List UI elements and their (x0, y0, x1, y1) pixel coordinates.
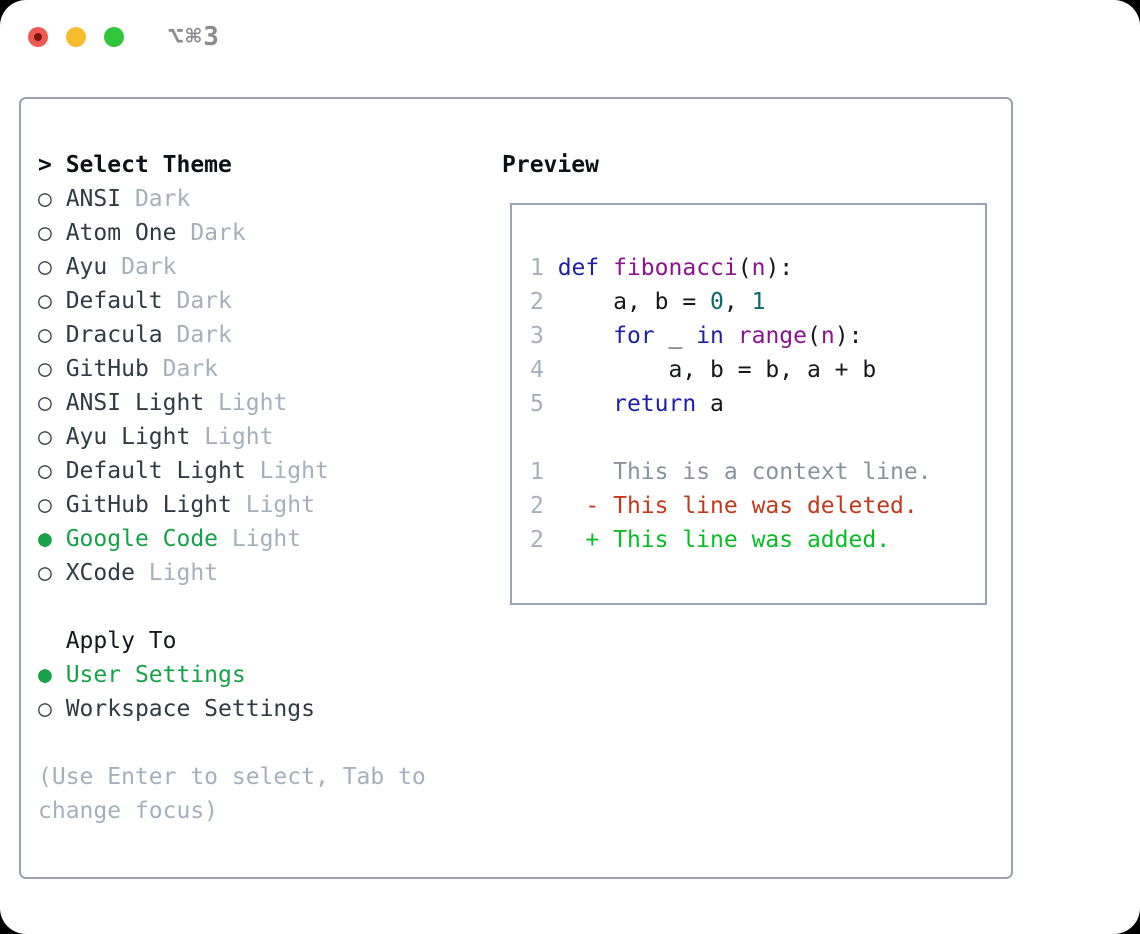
variant-tag: Dark (176, 220, 246, 246)
theme-option-ansi-light[interactable]: ○ ANSI Light Light (38, 386, 329, 420)
theme-option-default-light[interactable]: ○ Default Light Light (38, 454, 329, 488)
variant-tag: Dark (148, 356, 219, 382)
select-theme-header: > Select Theme (38, 148, 329, 182)
unselected-radio-icon: ○ (38, 288, 52, 314)
theme-option-ayu[interactable]: ○ Ayu Dark (38, 250, 329, 284)
apply-option-user-settings[interactable]: ● User Settings (38, 658, 315, 692)
apply-option-workspace-settings-label: Workspace Settings (51, 696, 315, 722)
theme-option-ayu-light-label: Ayu Light (51, 424, 191, 450)
unselected-radio-icon: ○ (38, 390, 52, 416)
variant-tag: Light (134, 560, 219, 586)
selected-radio-icon: ● (38, 526, 52, 552)
unselected-radio-icon: ○ (38, 696, 52, 722)
unselected-radio-icon: ○ (38, 492, 52, 518)
theme-option-google-code[interactable]: ● Google Code Light (38, 522, 329, 556)
theme-option-dracula-label: Dracula (51, 322, 163, 348)
theme-option-dracula[interactable]: ○ Dracula Dark (38, 318, 329, 352)
theme-option-xcode-label: XCode (51, 560, 135, 586)
theme-option-github-light-label: GitHub Light (51, 492, 232, 518)
variant-tag: Light (204, 390, 288, 416)
close-button[interactable] (28, 27, 48, 47)
preview-code-line-4: 4 a, b = b, a + b (530, 357, 877, 383)
theme-option-github[interactable]: ○ GitHub Dark (38, 352, 329, 386)
help-text: (Use Enter to select, Tab to change focu… (38, 764, 426, 824)
unselected-radio-icon: ○ (38, 458, 52, 484)
cursor-icon (38, 628, 52, 654)
apply-to-header: Apply To (38, 624, 315, 658)
preview-box: 1 def fibonacci(n): 2 a, b = 0, 1 3 for _ … (510, 203, 987, 605)
unselected-radio-icon: ○ (38, 560, 52, 586)
unselected-radio-icon: ○ (38, 424, 52, 450)
preview-code-line-6 (530, 421, 985, 455)
theme-option-default-label: Default (51, 288, 163, 314)
unselected-radio-icon: ○ (38, 322, 52, 348)
theme-option-ansi-light-label: ANSI Light (51, 390, 205, 416)
minimize-button[interactable] (66, 27, 86, 47)
theme-option-atom-one-label: Atom One (51, 220, 177, 246)
variant-tag: Light (231, 492, 315, 518)
variant-tag: Dark (162, 288, 232, 314)
theme-option-xcode[interactable]: ○ XCode Light (38, 556, 329, 590)
theme-list: > Select Theme○ ANSI Dark○ Atom One Dark… (38, 148, 329, 590)
variant-tag: Light (218, 526, 302, 552)
preview-code-line-1: 1 def fibonacci(n): (530, 255, 794, 281)
theme-option-atom-one[interactable]: ○ Atom One Dark (38, 216, 329, 250)
preview-title: Preview (502, 152, 599, 178)
preview-code-line-8: 2 - This line was deleted. (530, 493, 918, 519)
apply-option-user-settings-label: User Settings (51, 662, 246, 688)
variant-tag: Dark (121, 186, 191, 212)
theme-option-ansi[interactable]: ○ ANSI Dark (38, 182, 329, 216)
window-shortcut-label: ⌥⌘3 (168, 22, 221, 52)
preview-code-line-3: 3 for _ in range(n): (530, 323, 863, 349)
theme-option-github-light[interactable]: ○ GitHub Light Light (38, 488, 329, 522)
apply-to-list: Apply To● User Settings○ Workspace Setti… (38, 624, 315, 726)
close-dot-icon (34, 33, 42, 41)
unselected-radio-icon: ○ (38, 254, 52, 280)
preview-code-line-5: 5 return a (530, 391, 724, 417)
cursor-icon: > (38, 152, 52, 178)
apply-to-header-label: Apply To (51, 628, 177, 654)
unselected-radio-icon: ○ (38, 356, 52, 382)
zoom-button[interactable] (104, 27, 124, 47)
preview-code-line-9: 2 + This line was added. (530, 527, 891, 553)
variant-tag: Dark (162, 322, 232, 348)
unselected-radio-icon: ○ (38, 220, 52, 246)
theme-option-ayu-label: Ayu (51, 254, 108, 280)
apply-option-workspace-settings[interactable]: ○ Workspace Settings (38, 692, 315, 726)
theme-selector-panel: > Select Theme○ ANSI Dark○ Atom One Dark… (19, 97, 1013, 879)
select-theme-header-label: Select Theme (51, 152, 232, 178)
theme-option-github-label: GitHub (51, 356, 149, 382)
theme-option-default-light-label: Default Light (51, 458, 246, 484)
variant-tag: Dark (107, 254, 177, 280)
theme-option-ayu-light[interactable]: ○ Ayu Light Light (38, 420, 329, 454)
preview-code-line-2: 2 a, b = 0, 1 (530, 289, 766, 315)
unselected-radio-icon: ○ (38, 186, 52, 212)
title-bar: ⌥⌘3 (0, 0, 1140, 75)
theme-option-default[interactable]: ○ Default Dark (38, 284, 329, 318)
variant-tag: Light (190, 424, 274, 450)
selected-radio-icon: ● (38, 662, 52, 688)
variant-tag: Light (245, 458, 329, 484)
theme-option-ansi-label: ANSI (51, 186, 122, 212)
theme-option-google-code-label: Google Code (51, 526, 219, 552)
preview-code-line-7: 1 This is a context line. (530, 459, 932, 485)
preview-code: 1 def fibonacci(n): 2 a, b = 0, 1 3 for _ … (530, 251, 985, 557)
